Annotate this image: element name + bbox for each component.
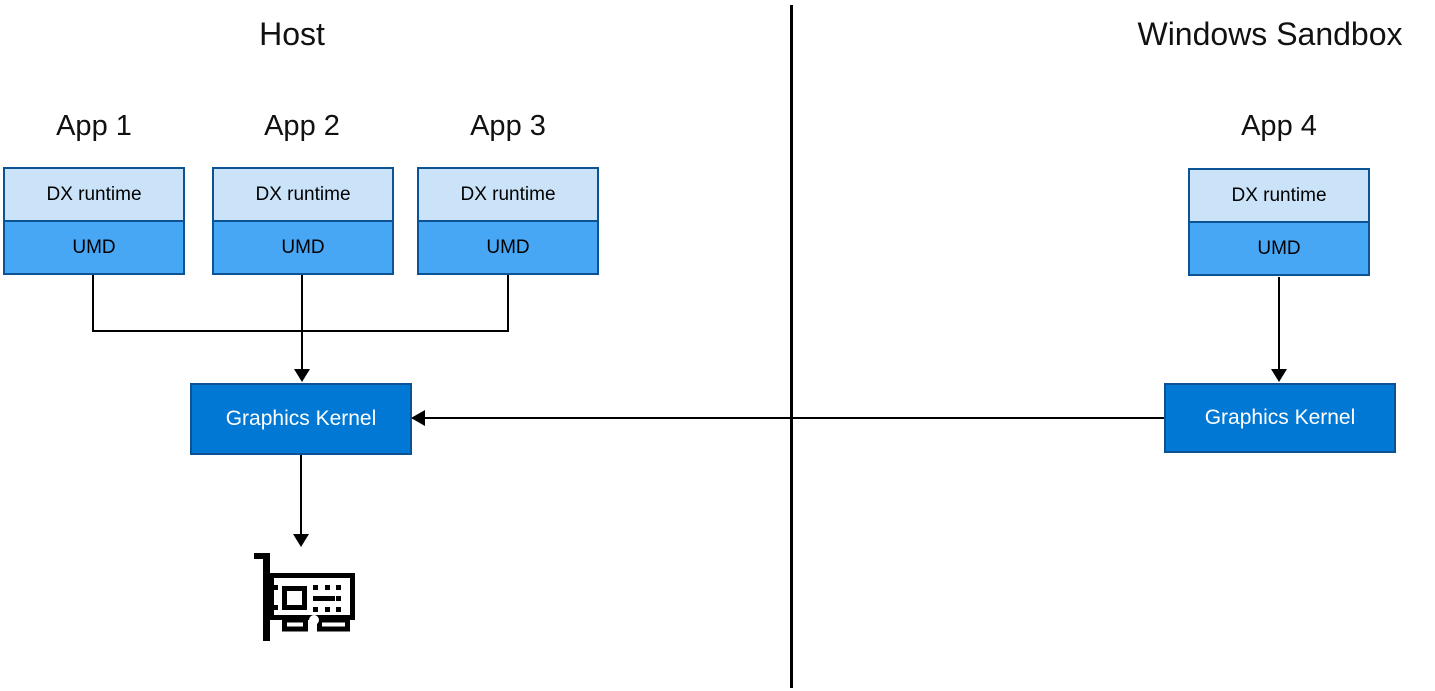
merge-connector-line [92, 330, 509, 332]
arrowhead-into-sandbox-kernel [1271, 369, 1287, 382]
app4-label: App 4 [1241, 110, 1317, 142]
app4-umd-layer: UMD [1190, 223, 1368, 274]
arrowhead-into-host-kernel [294, 369, 310, 382]
host-sandbox-divider-line [790, 5, 793, 688]
app1-umd-layer: UMD [5, 222, 183, 273]
app1-stack-box: DX runtime UMD [3, 167, 185, 275]
app4-stack-box: DX runtime UMD [1188, 168, 1370, 276]
app1-dx-runtime-layer: DX runtime [5, 169, 183, 222]
host-graphics-kernel-box: Graphics Kernel [190, 383, 412, 455]
sandbox-graphics-kernel-box: Graphics Kernel [1164, 383, 1396, 453]
kernel-to-gpu-line [300, 455, 302, 535]
sandbox-to-host-kernel-line [424, 417, 1164, 419]
app2-umd-layer: UMD [214, 222, 392, 273]
gpu-card-icon [254, 553, 355, 641]
app2-to-kernel-line [301, 275, 303, 370]
host-section-title: Host [259, 16, 325, 52]
app3-label: App 3 [470, 110, 546, 142]
app1-label: App 1 [56, 110, 132, 142]
app2-stack-box: DX runtime UMD [212, 167, 394, 275]
app4-dx-runtime-layer: DX runtime [1190, 170, 1368, 223]
windows-sandbox-section-title: Windows Sandbox [1137, 16, 1403, 52]
arrowhead-into-host-kernel-side [411, 410, 425, 426]
app3-umd-layer: UMD [419, 222, 597, 273]
arrowhead-into-gpu [293, 534, 309, 547]
app2-dx-runtime-layer: DX runtime [214, 169, 392, 222]
app4-to-kernel-line [1278, 277, 1280, 370]
app3-stack-box: DX runtime UMD [417, 167, 599, 275]
app1-connector-line [92, 275, 94, 331]
app3-dx-runtime-layer: DX runtime [419, 169, 597, 222]
app2-label: App 2 [264, 110, 340, 142]
app3-connector-line [507, 275, 509, 331]
